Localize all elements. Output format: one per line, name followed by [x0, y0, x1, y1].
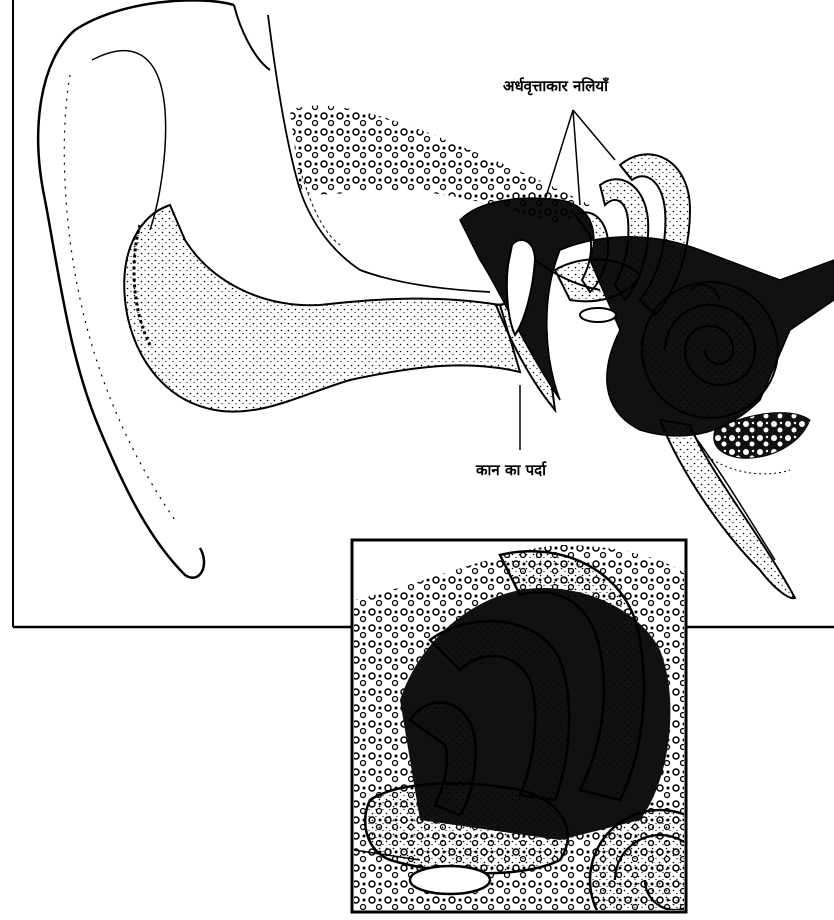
ear-canal: [124, 205, 520, 412]
outer-ear-pinna: [38, 0, 490, 577]
label-semicircular-canals: अर्धवृत्ताकार नलियाँ: [503, 76, 608, 96]
cochlea: [642, 282, 778, 418]
label-ear-drum: कान का पर्दा: [476, 460, 546, 480]
inset-enlarged-canals: [352, 540, 730, 916]
